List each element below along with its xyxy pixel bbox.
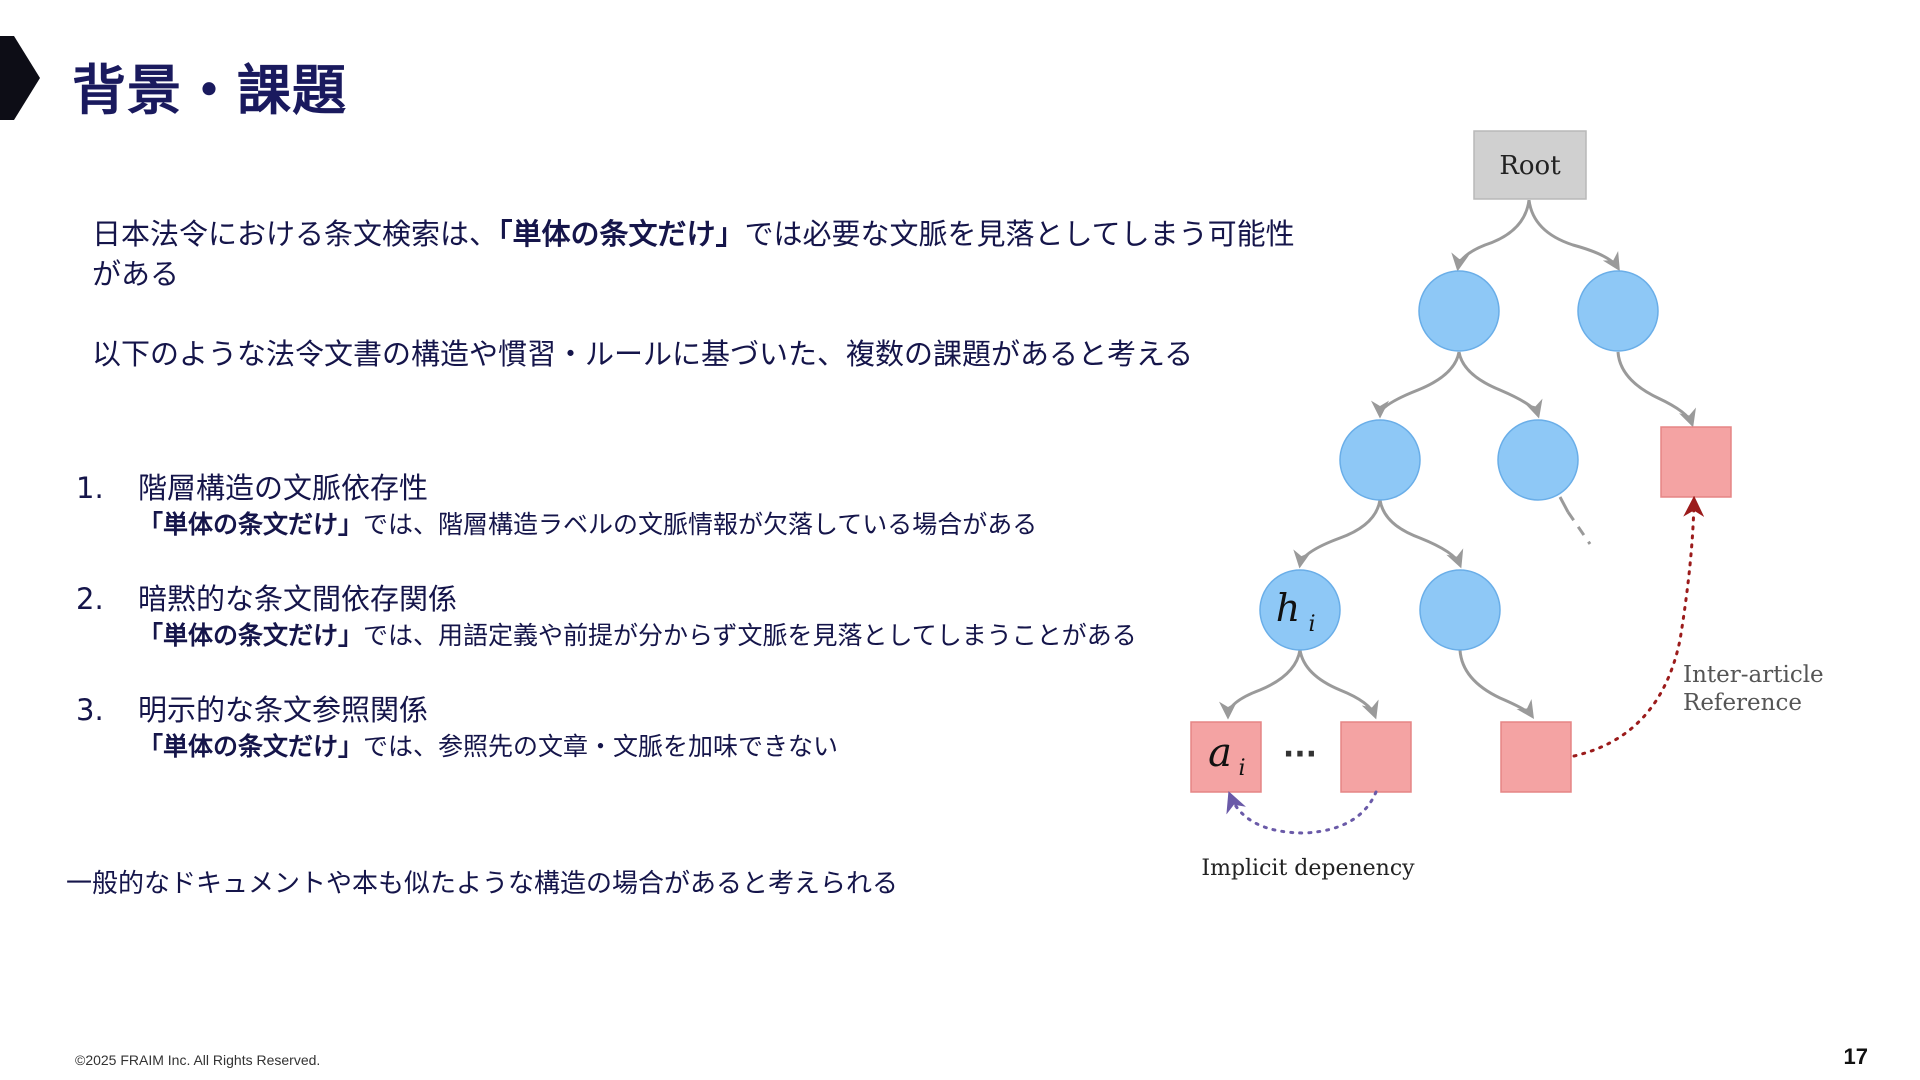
root-label: Root — [1499, 151, 1561, 181]
tree-node — [1419, 569, 1501, 651]
conclusion-text: 一般的なドキュメントや本も似たような構造の場合があると考えられる — [66, 869, 899, 899]
ai-node-label-main: a — [1208, 730, 1232, 776]
root-node: Root — [1473, 130, 1587, 200]
copyright-footer: ©2025 FRAIM Inc. All Rights Reserved. — [75, 1052, 321, 1068]
inter-article-arrow — [1572, 495, 1705, 758]
intro-paragraph-1: 日本法令における条文検索は、「単体の条文だけ」では必要な文脈を見落としてしまう可… — [92, 217, 1295, 291]
hi-node-label-main: h — [1276, 586, 1300, 630]
issue-number: 3. — [76, 693, 104, 727]
leaf-article-node — [1660, 426, 1732, 498]
issue-title: 階層構造の文脈依存性 — [138, 471, 429, 505]
hi-node — [1259, 569, 1341, 651]
ai-article-node — [1190, 721, 1262, 793]
issue-item: 2. 暗黙的な条文間依存関係 「単体の条文だけ」では、用語定義や前提が分からず文… — [76, 579, 1186, 652]
issue-description: 「単体の条文だけ」では、階層構造ラベルの文脈情報が欠落している場合がある — [138, 510, 1038, 539]
intro-paragraph-2: 以下のような法令文書の構造や慣習・ルールに基づいた、複数の課題があると考える — [92, 337, 1194, 371]
intro-text: 日本法令における条文検索は、「単体の条文だけ」では必要な文脈を見落としてしまう可… — [92, 214, 1302, 374]
leaf-article-node — [1340, 721, 1412, 793]
issue-title: 暗黙的な条文間依存関係 — [138, 582, 458, 616]
hi-node-label-subscript: i — [1308, 612, 1315, 637]
leaf-article-node — [1500, 721, 1572, 793]
page-number: 17 — [1843, 1044, 1868, 1069]
tree-node — [1497, 419, 1579, 501]
inter-article-label-line1: Inter-article — [1683, 662, 1824, 688]
issue-number: 1. — [76, 471, 104, 505]
tree-node — [1339, 419, 1421, 501]
issue-title: 明示的な条文参照関係 — [138, 693, 429, 727]
issue-number: 2. — [76, 582, 104, 616]
issue-list: 1. 階層構造の文脈依存性 「単体の条文だけ」では、階層構造ラベルの文脈情報が欠… — [76, 468, 1186, 801]
issue-description: 「単体の条文だけ」では、参照先の文章・文脈を加味できない — [138, 732, 839, 761]
implicit-dependency-arrow — [1226, 790, 1378, 835]
ellipsis: ··· — [1283, 737, 1317, 772]
implicit-dependency-label: Implicit depenency — [1201, 856, 1415, 881]
title-marker-icon — [0, 36, 40, 120]
issue-item: 3. 明示的な条文参照関係 「単体の条文だけ」では、参照先の文章・文脈を加味でき… — [76, 690, 1186, 763]
inter-article-label-line2: Reference — [1683, 690, 1802, 716]
page-title: 背景・課題 — [72, 59, 347, 122]
ai-node-label-subscript: i — [1238, 756, 1245, 781]
tree-edges — [1219, 199, 1696, 720]
issue-item: 1. 階層構造の文脈依存性 「単体の条文だけ」では、階層構造ラベルの文脈情報が欠… — [76, 468, 1186, 541]
tree-node — [1418, 270, 1500, 352]
issue-description: 「単体の条文だけ」では、用語定義や前提が分からず文脈を見落としてしまうことがある — [138, 621, 1137, 650]
intro-emphasis: 「単体の条文だけ」 — [498, 217, 745, 251]
tree-node — [1577, 270, 1659, 352]
